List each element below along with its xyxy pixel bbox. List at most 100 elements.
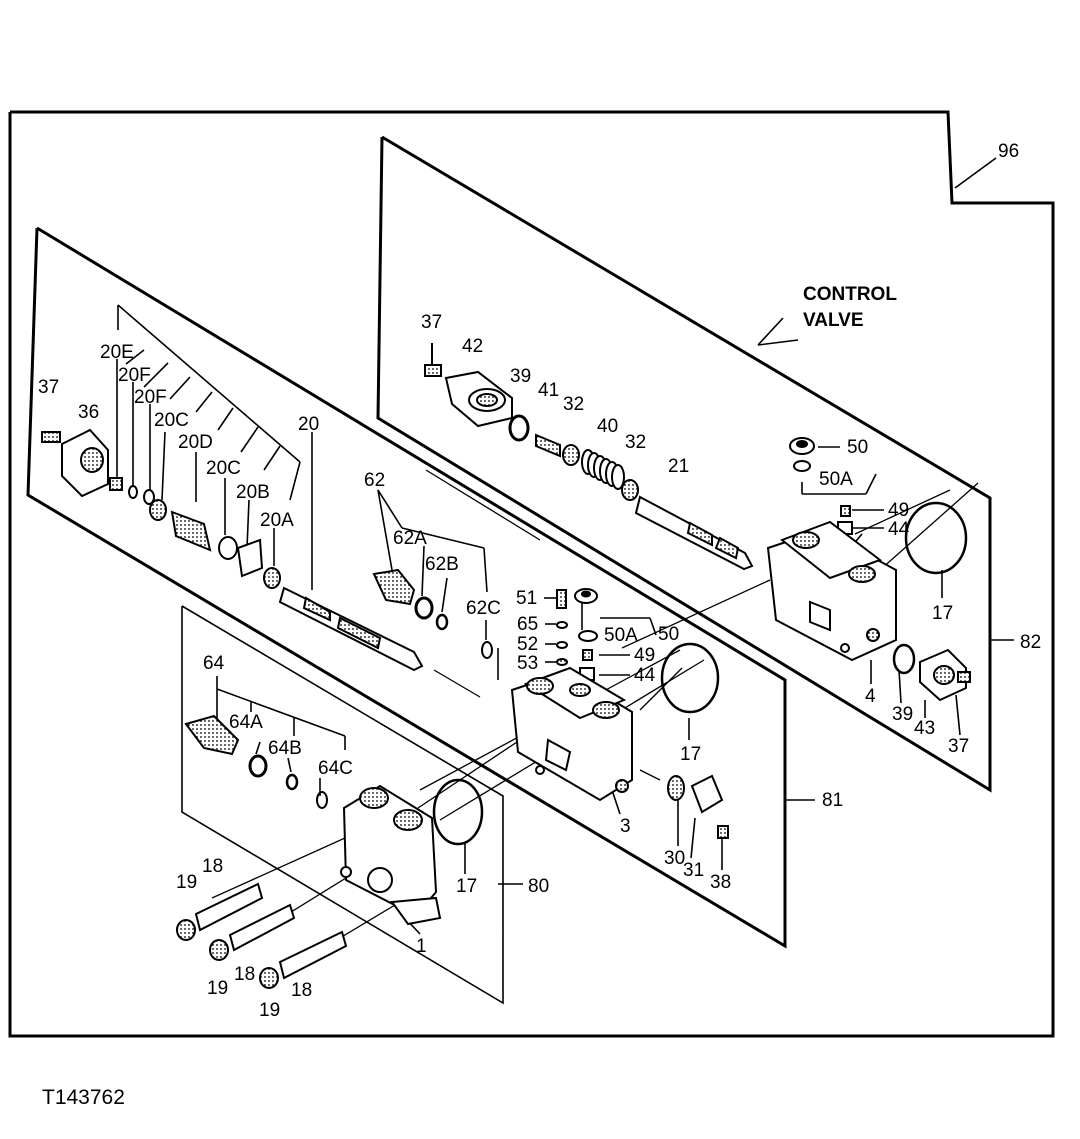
washer-65	[556, 621, 568, 629]
label-1: 1	[416, 936, 427, 957]
spool-21	[634, 495, 754, 571]
label-65: 65	[517, 614, 538, 635]
label-81: 81	[822, 790, 843, 811]
label-17-top: 17	[932, 603, 953, 624]
label-20C-2: 20C	[206, 458, 241, 479]
valve-body-81	[510, 666, 633, 802]
label-41: 41	[538, 380, 559, 401]
label-30: 30	[664, 848, 685, 869]
nut-19-a	[176, 919, 196, 941]
label-18-b: 18	[234, 964, 255, 985]
label-3: 3	[620, 816, 631, 837]
inlet-body-1	[340, 784, 442, 926]
bolt-37-top	[424, 343, 442, 377]
parts-section-80	[176, 714, 484, 989]
label-49-top: 49	[888, 500, 909, 521]
tube-18-a	[194, 882, 264, 932]
label-62B: 62B	[425, 554, 459, 575]
label-19-b: 19	[207, 978, 228, 999]
plug-50-top	[789, 437, 815, 455]
label-20A: 20A	[260, 510, 294, 531]
label-20: 20	[298, 414, 319, 435]
label-96: 96	[998, 141, 1019, 162]
spring-49-top	[840, 505, 851, 517]
label-37-right: 37	[948, 736, 969, 757]
assembly-lines	[211, 469, 979, 969]
tube-18-b	[228, 903, 296, 952]
o-ring-39-right	[892, 643, 916, 675]
label-37-left: 37	[38, 377, 59, 398]
bolt-37-right	[957, 671, 971, 683]
cover-42	[444, 370, 513, 428]
label-64B: 64B	[268, 738, 302, 759]
label-37-top: 37	[421, 312, 442, 333]
seal-30	[667, 775, 685, 801]
label-64: 64	[203, 653, 225, 674]
label-51: 51	[516, 588, 537, 609]
label-50-mid: 50	[658, 624, 679, 645]
washer-20F-1	[128, 485, 138, 499]
seal-20A	[263, 567, 281, 589]
spring-40	[581, 449, 625, 490]
label-20F-1: 20F	[118, 365, 151, 386]
label-19-c: 19	[259, 1000, 280, 1021]
outer-frame	[8, 110, 1055, 1038]
o-ring-17-top	[904, 501, 968, 575]
plate-31	[690, 774, 724, 814]
o-ring-62A	[414, 596, 434, 620]
o-ring-50A-top	[793, 460, 811, 472]
label-20C-1: 20C	[154, 410, 189, 431]
label-38: 38	[710, 872, 731, 893]
callout-valve: VALVE	[803, 310, 864, 331]
label-17-bottom: 17	[456, 876, 477, 897]
washer-52	[556, 641, 568, 649]
bolt-38	[717, 825, 729, 839]
spring-20D	[170, 510, 212, 552]
label-32-b: 32	[625, 432, 646, 453]
washer-53	[556, 658, 568, 666]
spring-51	[556, 589, 567, 609]
tube-18-c	[278, 930, 348, 980]
o-ring-17-mid	[660, 642, 720, 714]
label-39-right: 39	[892, 704, 913, 725]
figure-id: T143762	[42, 1086, 125, 1109]
label-44-mid: 44	[634, 665, 656, 686]
section-81-frame	[26, 226, 787, 949]
label-36: 36	[78, 402, 99, 423]
spring-49-mid	[582, 649, 593, 661]
nut-20E	[109, 477, 123, 491]
seat-20C-1	[149, 499, 167, 521]
o-ring-64C	[316, 791, 328, 809]
parts-section-82	[424, 343, 971, 702]
nut-19-c	[259, 967, 279, 989]
label-62A: 62A	[393, 528, 427, 549]
label-64C: 64C	[318, 758, 353, 779]
relief-valve-62	[372, 568, 416, 606]
label-4: 4	[865, 686, 876, 707]
label-52: 52	[517, 634, 538, 655]
label-49-mid: 49	[634, 645, 655, 666]
label-18-c: 18	[291, 980, 312, 1001]
label-42: 42	[462, 336, 483, 357]
label-62: 62	[364, 470, 385, 491]
label-20D: 20D	[178, 432, 213, 453]
label-18-a: 18	[202, 856, 223, 877]
o-ring-17-bottom	[432, 778, 484, 846]
label-53: 53	[517, 653, 538, 674]
label-39-top: 39	[510, 366, 531, 387]
label-21: 21	[668, 456, 689, 477]
o-ring-39	[508, 414, 530, 442]
washer-20F-2	[143, 489, 155, 505]
label-43: 43	[914, 718, 935, 739]
label-50A-mid: 50A	[604, 625, 638, 646]
o-ring-64A	[248, 754, 268, 778]
label-62C: 62C	[466, 598, 501, 619]
section-82-frame	[376, 135, 992, 793]
nut-19-b	[209, 939, 229, 961]
o-ring-62C	[481, 641, 493, 659]
spool-20	[278, 586, 424, 672]
label-17-mid: 17	[680, 744, 701, 765]
section-80-frame	[181, 605, 504, 1005]
label-50A-top: 50A	[819, 469, 853, 490]
